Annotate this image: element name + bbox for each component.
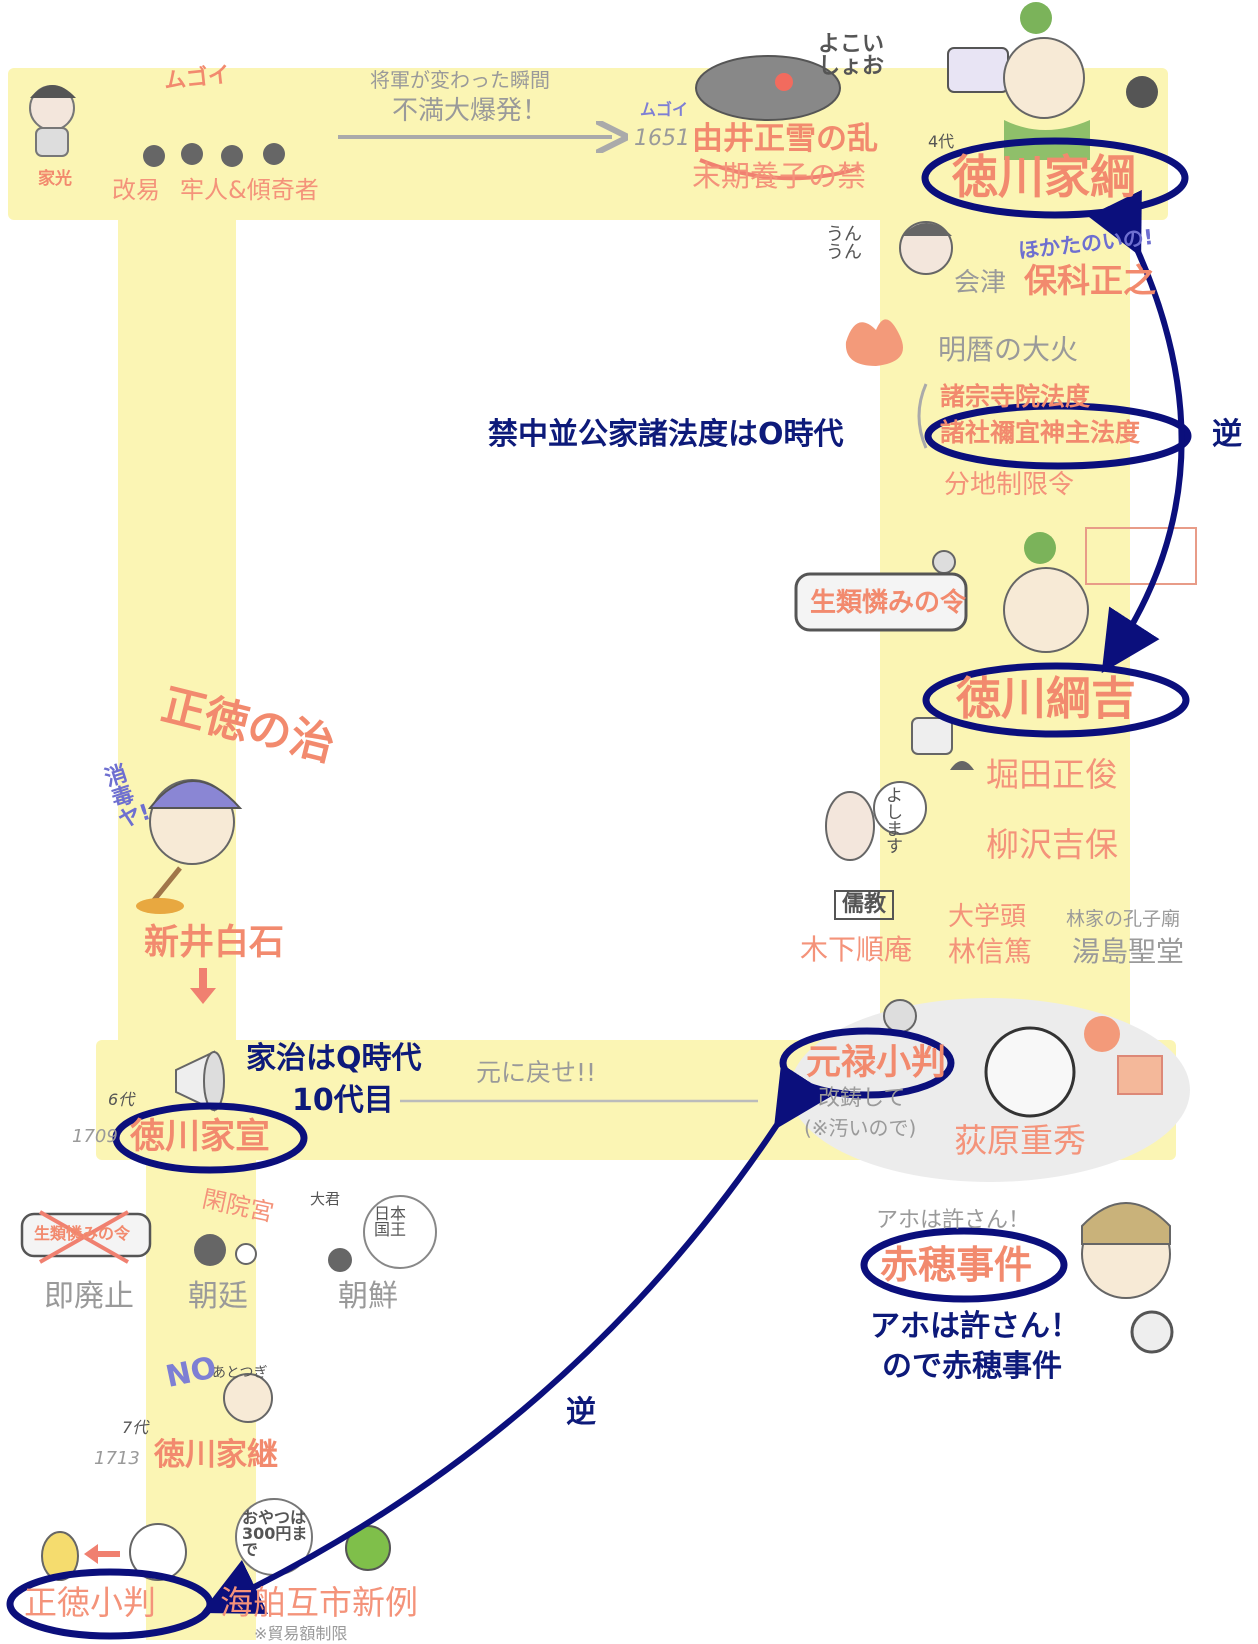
fuman-caption: 不満大爆発！ <box>392 96 549 126</box>
hayashi-ke-label: 林家の孔子廟 <box>1066 908 1181 930</box>
shinshoku-hatto-label: 諸社禰宜神主法度 <box>940 418 1141 447</box>
ronin-label: 牢人&傾奇者 <box>180 176 319 204</box>
tsunayoshi-figure <box>932 527 1197 653</box>
hatto-bracket <box>917 383 928 449</box>
arai-label: 新井白石 <box>144 923 285 963</box>
iemitsu-figure <box>29 85 76 157</box>
nihon-koku-o-text: 日本 国王 <box>374 1204 407 1239</box>
yui-rebellion-label: 由井正雪の乱 <box>692 121 878 157</box>
mugoi-label: ムゴイ <box>640 100 689 119</box>
jukyo-label: 儒教 <box>834 890 895 920</box>
kinoshita-label: 木下順庵 <box>800 933 913 966</box>
hoshina-figure <box>899 221 953 275</box>
yanagisawa-label: 柳沢吉保 <box>986 825 1118 864</box>
year-1713: 1713 <box>94 1448 140 1469</box>
gen7-label: 7代 <box>122 1418 149 1437</box>
ako-note-line2: ので赤穂事件 <box>882 1349 1062 1384</box>
shorui-label: 生類憐みの令 <box>810 588 967 618</box>
kaichu-label: 改鋳して <box>818 1086 906 1111</box>
ako-figure <box>1081 1202 1174 1354</box>
aho-small-label: アホは許さん！ <box>876 1208 1031 1233</box>
chotei-label: 朝廷 <box>188 1279 248 1314</box>
meireki-fire-icon <box>845 319 903 366</box>
kitanai-label: (※汚いので) <box>804 1116 917 1140</box>
year-1651: 1651 <box>634 126 690 151</box>
gen4-label: 4代 <box>928 132 955 151</box>
shorui-abolished-label: 生類憐みの令 <box>34 1224 131 1243</box>
bunchi-label: 分地制限令 <box>944 470 1075 500</box>
ako-label: 赤穂事件 <box>880 1243 1033 1287</box>
ieharu-line2: 10代目 <box>292 1083 394 1118</box>
hayashi-nobuatsu-label: 林信篤 <box>948 935 1033 968</box>
ietsugu-label: 徳川家継 <box>154 1437 278 1473</box>
oyatsu-text: おやつは 300円まで <box>242 1508 308 1559</box>
hotta-label: 堀田正俊 <box>986 755 1118 794</box>
ietsuna-label: 徳川家綱 <box>952 150 1136 204</box>
taikun-text: 大君 <box>310 1190 341 1208</box>
modose-caption: 元に戻せ!! <box>476 1058 597 1087</box>
ietsugu-figure <box>223 1373 273 1423</box>
shorui-cross <box>39 1210 129 1264</box>
hotta-bell-icon <box>911 717 974 770</box>
jiin-hatto-label: 諸宗寺院法度 <box>940 382 1091 411</box>
ako-note-line1: アホは許さん！ <box>870 1309 1080 1344</box>
ieharu-line1: 家治はQ時代 <box>246 1041 422 1076</box>
daigakunokami-label: 大学頭 <box>948 902 1027 932</box>
arai-down-arrow <box>190 968 216 1004</box>
iemitsu-label: 家光 <box>38 169 72 189</box>
unun-text: うん うん <box>826 224 862 263</box>
gyaku-bottom-label: 逆 <box>566 1395 596 1430</box>
hoshina-label: 保科正之 <box>1024 261 1156 300</box>
chosen-label: 朝鮮 <box>338 1279 398 1314</box>
matsugo-cross <box>699 158 861 181</box>
kinchu-question: 禁中並公家諸法度はO時代 <box>488 417 844 452</box>
kaihaku-label: 海舶互市新例 <box>220 1583 418 1622</box>
genroku-label: 元禄小判 <box>806 1043 947 1083</box>
atotsugi-text: あとつぎ <box>212 1365 268 1381</box>
meireki-label: 明暦の大火 <box>938 333 1079 366</box>
ogiwara-label: 荻原重秀 <box>954 1121 1086 1160</box>
shotoku-coin-arrow <box>84 1544 120 1564</box>
shotoku-koban-label: 正徳小判 <box>24 1583 156 1622</box>
tsunayoshi-label: 徳川綱吉 <box>956 672 1137 725</box>
arai-figure <box>136 779 243 914</box>
year-1709: 1709 <box>72 1126 118 1147</box>
ienobu-label: 徳川家宣 <box>130 1117 271 1157</box>
soku-haishi-label: 即廃止 <box>44 1279 134 1314</box>
ogiwara-figure <box>883 999 1163 1118</box>
shorui-bubble <box>794 572 968 632</box>
gyaku-right-label: 逆 <box>1212 417 1242 452</box>
kaieki-label: 改易 <box>112 176 160 204</box>
yokoi-bubble-text: よこい しょお <box>818 32 885 79</box>
yanagisawa-figure <box>825 781 927 861</box>
gen6-label: 6代 <box>108 1090 135 1109</box>
boeki-note: ※貿易額制限 <box>254 1624 348 1643</box>
aizu-label: 会津 <box>954 268 1007 298</box>
shogun-change-caption: 将軍が変わった瞬間 <box>370 68 550 92</box>
gyaku-arc-right <box>1087 189 1185 674</box>
yoshimasu-text: よし ます <box>886 786 903 857</box>
ronin-heads <box>143 143 285 167</box>
yushima-label: 湯島聖堂 <box>1072 935 1185 968</box>
yui-figure <box>695 55 841 121</box>
matsugo-label: 末期養子の禁 <box>692 159 867 193</box>
gyaku-arc-bottom <box>200 1063 832 1614</box>
